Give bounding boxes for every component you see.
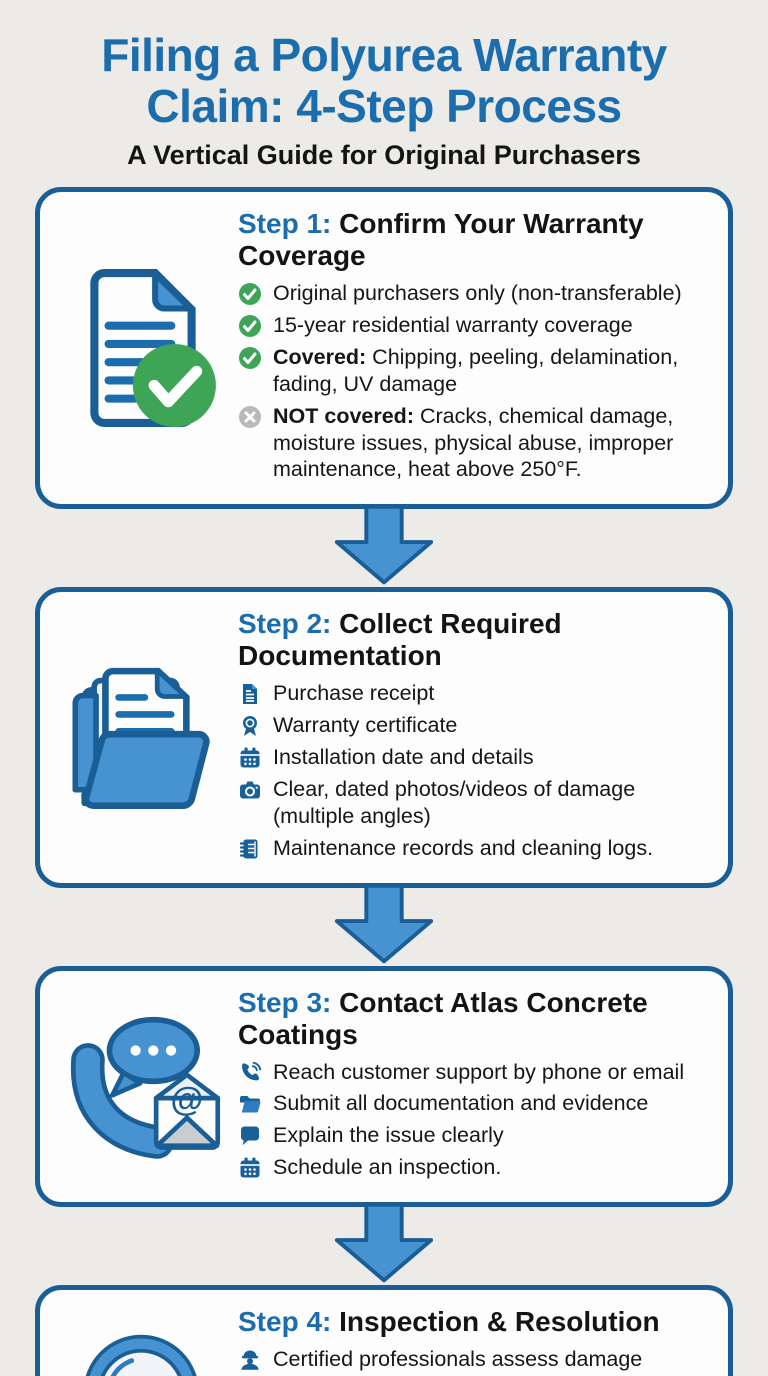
- list-item: Covered: Chipping, peeling, delamination…: [238, 344, 708, 398]
- list-item: NOT covered: Cracks, chemical damage, mo…: [238, 403, 708, 484]
- certificate-icon: [243, 716, 257, 737]
- down-arrow-icon: [0, 884, 768, 966]
- check-circle-icon: [239, 283, 261, 306]
- page-title: Filing a Polyurea Warranty Claim: 4-Step…: [101, 29, 667, 132]
- down-arrow-icon: [0, 1204, 768, 1285]
- step-4-bullets: Certified professionals assess damage Ch…: [238, 1346, 708, 1376]
- calendar-icon: [240, 1157, 260, 1178]
- step-4-title: Inspection & Resolution: [339, 1306, 660, 1338]
- folder-documents-icon: [50, 658, 238, 816]
- step-4-card: Step 4: Inspection & Resolution Certifie…: [35, 1285, 733, 1376]
- list-item: Reach customer support by phone or email: [238, 1059, 708, 1086]
- chat-icon: [241, 1126, 259, 1146]
- list-item: Original purchasers only (non-transferab…: [238, 280, 708, 307]
- notebook-icon: [239, 839, 258, 859]
- worker-icon: [241, 1350, 259, 1370]
- calendar-icon: [240, 747, 260, 768]
- list-item: 15-year residential warranty coverage: [238, 312, 708, 339]
- step-1-label: Step 1:: [238, 208, 332, 240]
- step-2-card: Step 2: Collect Required Documentation P…: [35, 587, 733, 888]
- step-3-title: Contact Atlas Concrete Coatings: [238, 986, 648, 1050]
- step-1-card: Step 1: Confirm Your Warranty Coverage O…: [35, 187, 733, 510]
- magnifier-tools-icon: [50, 1333, 238, 1376]
- step-2-heading: Step 2: Collect Required Documentation: [238, 608, 708, 672]
- camera-icon: [240, 781, 260, 799]
- list-item: Explain the issue clearly: [238, 1122, 708, 1149]
- svg-text:@: @: [171, 1082, 204, 1119]
- step-2-title: Collect Required Documentation: [238, 608, 562, 672]
- step-2-label: Step 2:: [238, 608, 332, 640]
- step-1-heading: Step 1: Confirm Your Warranty Coverage: [238, 208, 708, 272]
- folder-icon: [240, 1096, 261, 1113]
- step-3-card: @ Step 3: Contact Atlas Concrete Coating…: [35, 965, 733, 1208]
- step-3-heading: Step 3: Contact Atlas Concrete Coatings: [238, 987, 708, 1051]
- step-4-label: Step 4:: [238, 1306, 332, 1338]
- step-4-heading: Step 4: Inspection & Resolution: [238, 1306, 708, 1338]
- list-item: Schedule an inspection.: [238, 1154, 708, 1181]
- step-2-bullets: Purchase receipt Warranty certificate In…: [238, 680, 708, 861]
- list-item: Purchase receipt: [238, 680, 708, 707]
- page-subtitle: A Vertical Guide for Original Purchasers: [127, 140, 641, 171]
- list-item: Clear, dated photos/videos of damage (mu…: [238, 776, 708, 830]
- list-item: Warranty certificate: [238, 712, 708, 739]
- step-1-title: Confirm Your Warranty Coverage: [238, 208, 644, 272]
- step-3-bullets: Reach customer support by phone or email…: [238, 1059, 708, 1182]
- list-item: Certified professionals assess damage: [238, 1346, 708, 1373]
- check-circle-icon: [239, 346, 261, 369]
- step-1-bullets: Original purchasers only (non-transferab…: [238, 280, 708, 483]
- step-3-label: Step 3:: [238, 986, 332, 1018]
- list-item: Installation date and details: [238, 744, 708, 771]
- document-check-icon: [50, 267, 238, 429]
- receipt-icon: [243, 684, 257, 705]
- phone-email-icon: @: [50, 1011, 238, 1161]
- list-item: Maintenance records and cleaning logs.: [238, 835, 708, 862]
- check-circle-icon: [239, 315, 261, 338]
- phone-icon: [242, 1061, 262, 1080]
- x-circle-icon: [239, 405, 261, 428]
- down-arrow-icon: [0, 506, 768, 587]
- list-item: Submit all documentation and evidence: [238, 1090, 708, 1117]
